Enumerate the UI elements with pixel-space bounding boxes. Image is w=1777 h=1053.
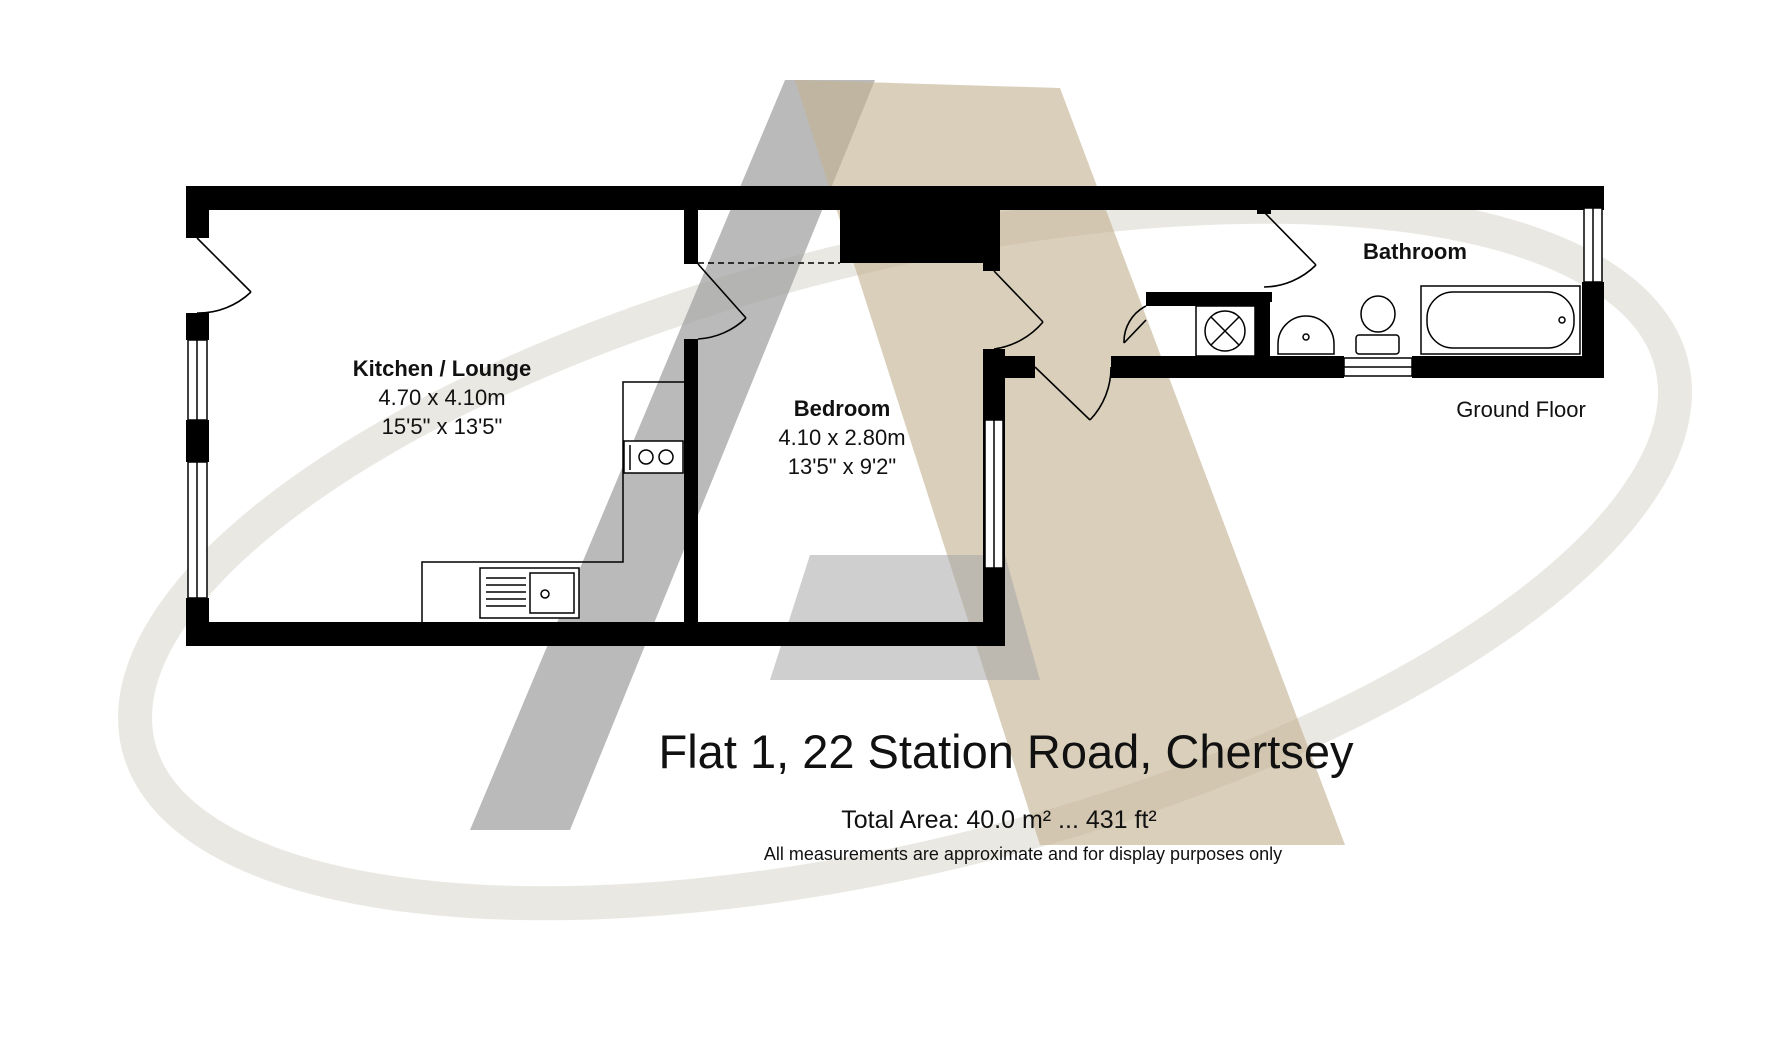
watermark-letter-right-stroke	[795, 80, 1345, 845]
room-imperial: 15'5" x 13'5"	[382, 414, 503, 439]
windows	[187, 207, 1603, 599]
room-name-bathroom: Bathroom	[1363, 239, 1467, 264]
room-metric: 4.70 x 4.10m	[378, 385, 505, 410]
property-address: Flat 1, 22 Station Road, Chertsey	[659, 725, 1354, 778]
bathroom-fixtures	[1195, 285, 1581, 357]
room-label-kitchen-lounge: Kitchen / Lounge 4.70 x 4.10m 15'5" x 13…	[353, 356, 531, 439]
kitchen-units	[421, 381, 684, 622]
watermark-ring	[118, 189, 1692, 921]
boiler-icon	[1204, 310, 1246, 352]
toilet-icon	[1360, 295, 1396, 333]
room-label-bedroom: Bedroom 4.10 x 2.80m 13'5" x 9'2"	[778, 396, 905, 479]
total-area: Total Area: 40.0 m² ... 431 ft²	[841, 806, 1156, 834]
basin-icon	[1277, 315, 1335, 355]
room-imperial: 13'5" x 9'2"	[788, 454, 896, 479]
room-name: Bedroom	[794, 396, 891, 421]
disclaimer: All measurements are approximate and for…	[764, 844, 1282, 864]
room-metric: 4.10 x 2.80m	[778, 425, 905, 450]
room-name: Kitchen / Lounge	[353, 356, 531, 381]
doors	[196, 211, 1317, 421]
watermark-letter-crossbar	[770, 555, 1040, 680]
bath-icon	[1420, 285, 1581, 355]
floor-label: Ground Floor	[1456, 397, 1586, 422]
